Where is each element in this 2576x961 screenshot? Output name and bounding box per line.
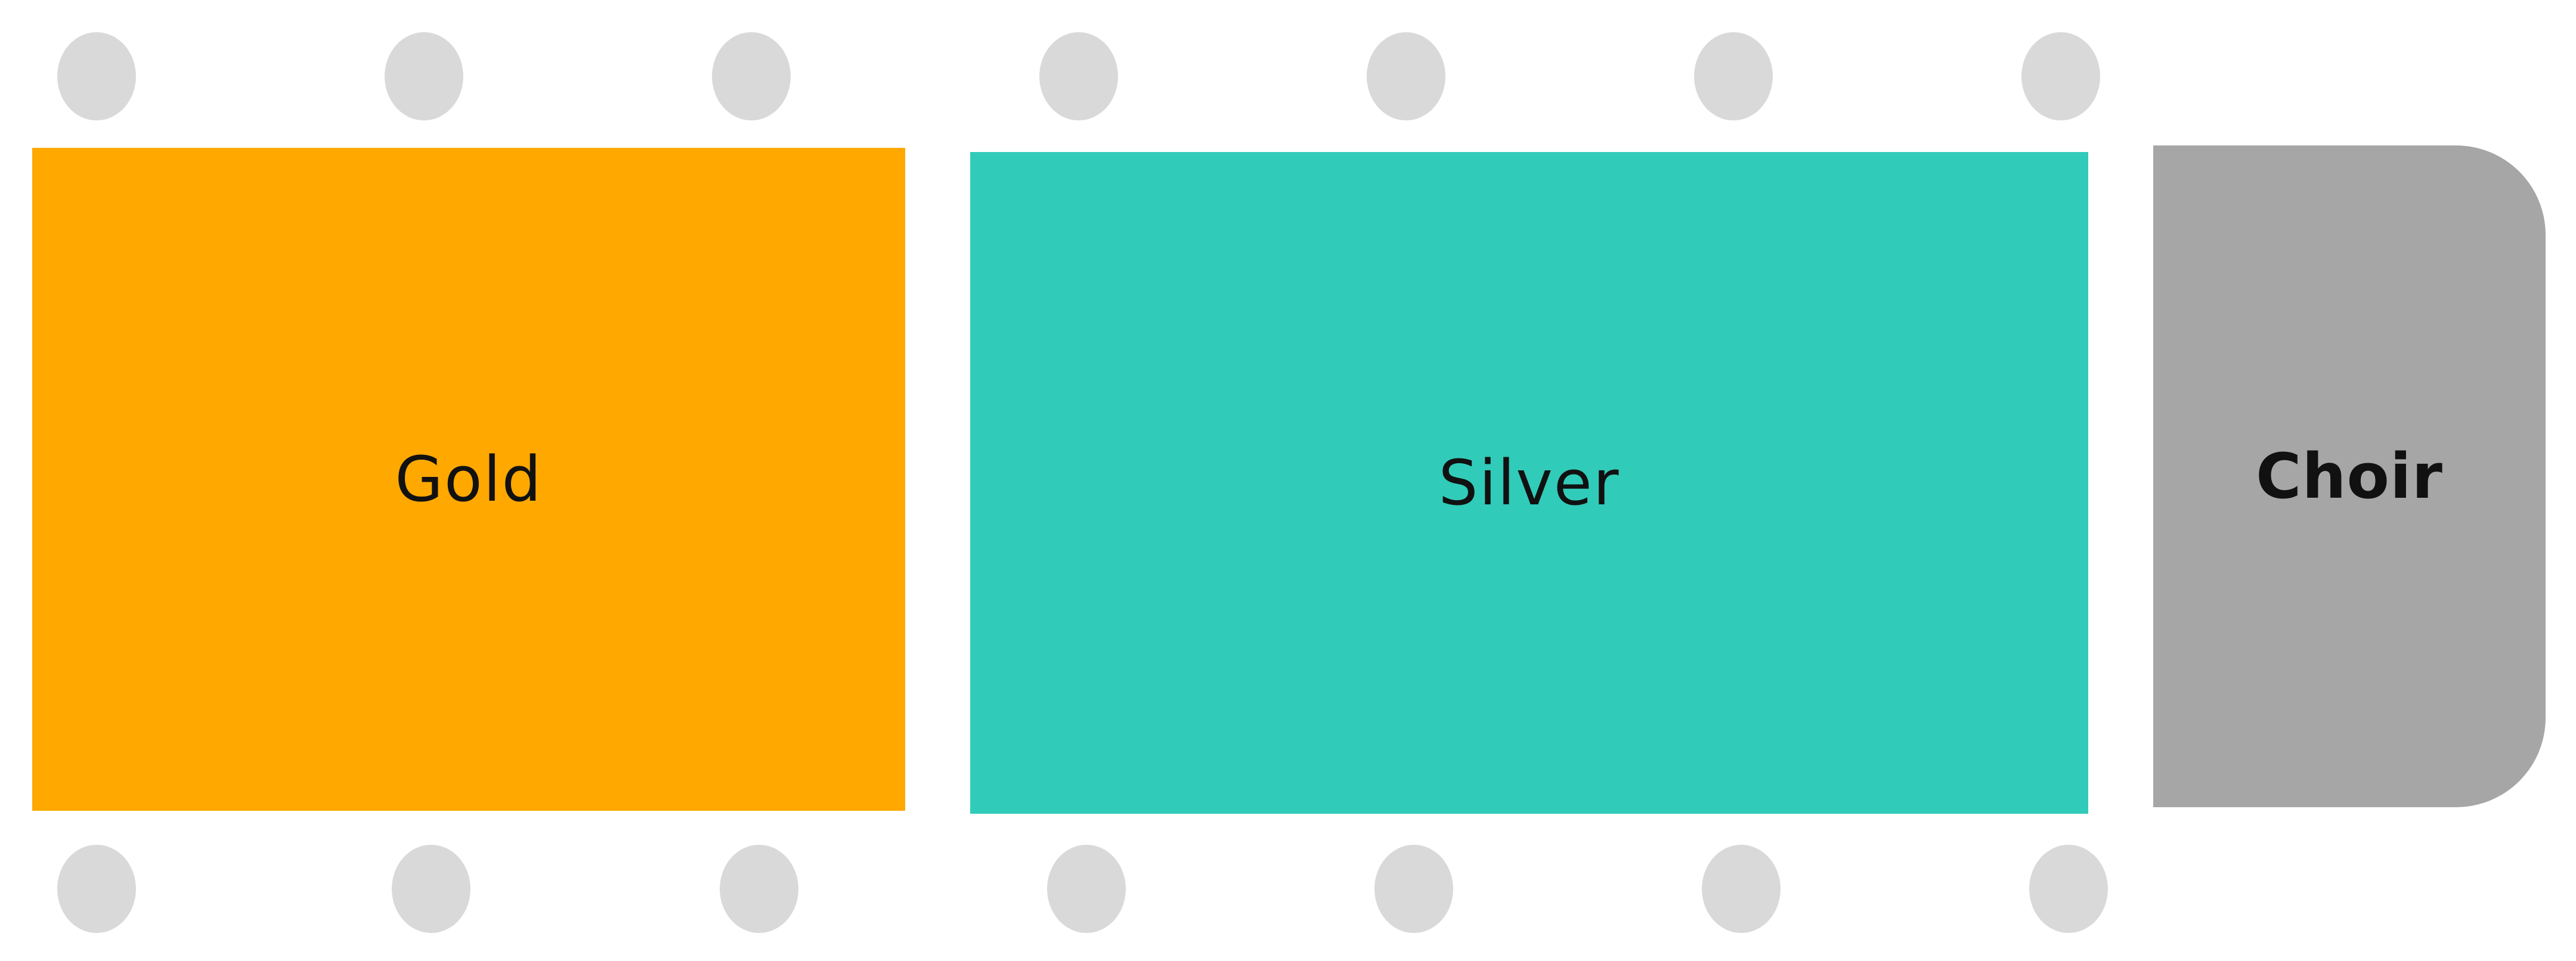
seat-bottom-3[interactable] (720, 845, 798, 933)
seat-top-6[interactable] (1694, 32, 1773, 120)
seat-bottom-5[interactable] (1374, 845, 1453, 933)
section-gold[interactable]: Gold (32, 148, 905, 811)
seat-top-4[interactable] (1039, 32, 1118, 120)
seat-top-7[interactable] (2021, 32, 2100, 120)
seat-bottom-1[interactable] (57, 845, 136, 933)
section-gold-label: Gold (395, 443, 543, 516)
section-silver[interactable]: Silver (970, 152, 2088, 814)
seat-top-1[interactable] (57, 32, 136, 120)
seat-bottom-7[interactable] (2029, 845, 2108, 933)
seat-bottom-4[interactable] (1047, 845, 1126, 933)
section-choir[interactable]: Choir (2153, 145, 2546, 807)
seat-top-3[interactable] (712, 32, 791, 120)
seat-top-2[interactable] (385, 32, 463, 120)
seat-bottom-6[interactable] (1702, 845, 1781, 933)
seat-top-5[interactable] (1367, 32, 1445, 120)
seat-bottom-2[interactable] (392, 845, 470, 933)
section-choir-label: Choir (2256, 440, 2443, 513)
section-silver-label: Silver (1438, 447, 1620, 519)
